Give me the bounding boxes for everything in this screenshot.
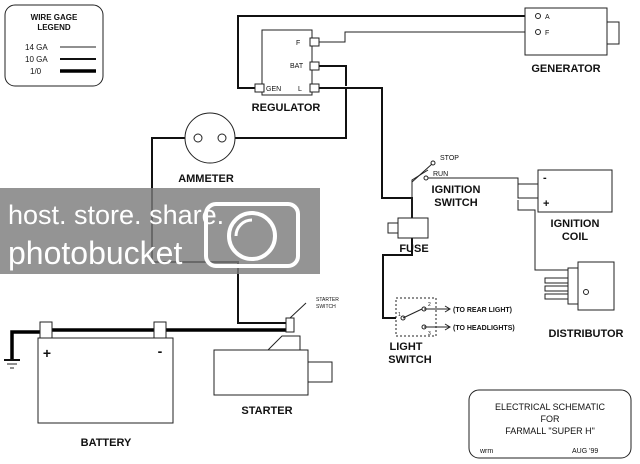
light-switch-label-2: SWITCH [388,354,431,366]
regulator-body [261,29,313,96]
distributor-body [577,261,615,311]
generator-terminal-f [535,29,541,35]
regulator-label-bat: BAT [290,63,304,70]
wire-ground [10,330,45,360]
title-author: wrm [479,448,493,455]
ammeter-label: AMMETER [178,173,234,185]
ammeter-body [184,112,236,164]
watermark-line-2: photobucket [8,235,182,271]
generator: A F GENERATOR [524,7,620,75]
title-block: ELECTRICAL SCHEMATIC FOR FARMALL "SUPER … [468,389,632,459]
legend-subtitle: LEGEND [37,23,71,32]
wire-fuse-light [382,238,413,319]
light-pos-2: 2 [428,302,431,308]
fuse-label: FUSE [399,243,428,255]
wire-fuse-ign [411,169,429,218]
starter-switch-label-1: STARTER [316,297,339,303]
wire-l-fuse [318,87,413,218]
regulator-label-gen: GEN [266,86,281,93]
wire-armature [237,15,525,89]
battery-plus: + [43,345,51,361]
starter-switch: STARTER SWITCH [285,297,339,333]
ignition-coil-label-2: COIL [562,231,589,243]
light-pos-3: 3 [428,331,431,337]
ignition-coil-label-1: IGNITION [551,218,600,230]
battery: + - BATTERY [37,321,174,449]
fuse: FUSE [387,217,429,255]
regulator: F BAT GEN L REGULATOR [252,29,321,114]
legend-label-1-0: 1/0 [30,67,42,76]
wire-field [318,31,525,43]
wire-gage-legend: WIRE GAGE LEGEND 14 GA 10 GA 1/0 [4,4,104,87]
regulator-label-l: L [298,86,302,93]
camera-icon [204,202,300,268]
wire-battery-starter [43,328,290,332]
generator-label-f: F [545,30,549,37]
light-to-headlights: (TO HEADLIGHTS) [453,325,515,332]
starter-switch-body [285,317,295,333]
battery-body [37,337,174,424]
generator-label: GENERATOR [531,63,600,75]
legend-title: WIRE GAGE [31,13,78,22]
regulator-label-f: F [296,40,300,47]
starter: STARTER [213,335,333,417]
legend-label-14ga: 14 GA [25,43,48,52]
starter-body [213,349,309,396]
regulator-label: REGULATOR [252,102,321,114]
light-to-rear: (TO REAR LIGHT) [453,307,512,314]
generator-label-a: A [545,14,550,21]
coil-minus: - [543,172,547,184]
wire-coil-dist [517,200,575,271]
coil-plus: + [543,198,549,210]
legend-label-10ga: 10 GA [25,55,48,64]
starter-switch-label-2: SWITCH [316,304,336,310]
title-date: AUG '99 [572,448,598,455]
title-line-3: FARMALL "SUPER H" [505,426,595,436]
light-pos-1: 1 [398,312,401,318]
battery-label: BATTERY [81,437,132,449]
watermark-line-1: host. store. share. [8,200,224,230]
title-line-1: ELECTRICAL SCHEMATIC [495,402,606,412]
light-switch: 1 2 3 (TO REAR LIGHT) (TO HEADLIGHTS) LI… [388,297,515,366]
ignition-coil: - + IGNITION COIL [517,169,613,243]
ignition-switch-label-2: SWITCH [434,197,477,209]
title-line-2: FOR [541,414,560,424]
distributor-label: DISTRIBUTOR [549,328,624,340]
ignition-switch-label-1: IGNITION [432,184,481,196]
wire-bat-link [318,65,347,86]
generator-terminal-a [535,13,541,19]
ignition-switch: STOP RUN IGNITION SWITCH [411,155,481,209]
battery-minus: - [158,343,163,359]
starter-label: STARTER [241,405,292,417]
ammeter: AMMETER [178,112,236,185]
photobucket-watermark: host. store. share. photobucket [0,188,320,274]
ignition-stop-label: STOP [440,155,459,162]
ignition-run-label: RUN [433,171,448,178]
distributor: DISTRIBUTOR [544,261,624,340]
fuse-body [397,217,429,239]
light-switch-label-1: LIGHT [390,341,423,353]
ignition-coil-body [537,169,613,213]
